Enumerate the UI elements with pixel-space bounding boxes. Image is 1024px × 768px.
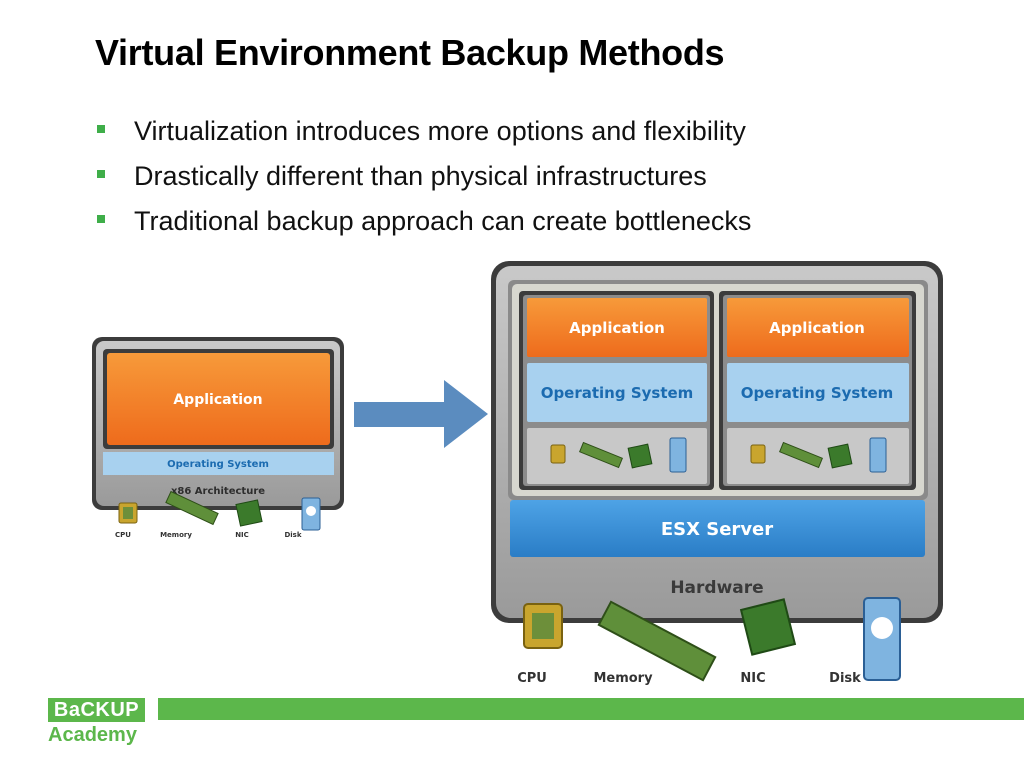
vm-1-os-layer <box>527 363 707 422</box>
vm-2-disk-icon <box>869 437 887 473</box>
logo-line-1: BaCKUP <box>48 698 145 722</box>
vm-2: Application Operating System <box>719 291 916 490</box>
vm-2-os-label: Operating System <box>741 384 894 402</box>
vm-2-os-layer <box>727 363 909 422</box>
physical-application-label: Application <box>173 392 262 408</box>
vm-1-memory-icon <box>579 441 623 469</box>
bullet-square-icon <box>97 215 105 223</box>
physical-os-layer <box>103 452 334 475</box>
logo-line-2: Academy <box>48 724 137 746</box>
nic-icon <box>739 598 797 656</box>
vm-1-nic-icon <box>627 443 653 469</box>
backup-academy-logo: BaCKUP Academy <box>48 698 145 748</box>
memory-icon <box>165 490 219 526</box>
bullet-item: Traditional backup approach can create b… <box>97 204 751 249</box>
vm-1-application-label: Application <box>569 319 665 337</box>
footer-bar <box>158 698 1024 720</box>
transition-arrow-icon <box>354 380 488 448</box>
vm-1-application-layer <box>527 298 707 357</box>
vm-2-application-layer <box>727 298 909 357</box>
bullet-list: Virtualization introduces more options a… <box>97 114 751 249</box>
vm-1-os-label: Operating System <box>541 384 694 402</box>
bullet-text: Traditional backup approach can create b… <box>134 206 752 236</box>
physical-component-label-cpu: CPU <box>115 531 131 539</box>
physical-os-label: Operating System <box>167 459 269 470</box>
esx-server-layer <box>510 500 925 557</box>
vm-2-nic-icon <box>827 443 853 469</box>
vm-1-cpu-icon <box>550 444 566 464</box>
slide-title: Virtual Environment Backup Methods <box>95 32 725 73</box>
disk-icon <box>301 497 321 531</box>
virtual-component-label-memory: Memory <box>593 671 653 686</box>
cpu-icon <box>118 502 138 524</box>
vm-1-disk-icon <box>669 437 687 473</box>
physical-component-label-memory: Memory <box>160 531 192 539</box>
vm-1: Application Operating System <box>519 291 714 490</box>
esx-server-label: ESX Server <box>661 519 773 540</box>
vm-2-application-label: Application <box>769 319 865 337</box>
memory-icon <box>597 600 717 682</box>
physical-component-label-disk: Disk <box>284 531 301 539</box>
bullet-item: Virtualization introduces more options a… <box>97 114 751 159</box>
virtual-component-label-disk: Disk <box>829 671 861 686</box>
cpu-icon <box>523 603 563 649</box>
physical-component-label-nic: NIC <box>235 531 249 539</box>
virtual-component-label-cpu: CPU <box>517 671 547 686</box>
vm-2-memory-icon <box>779 441 823 469</box>
bullet-item: Drastically different than physical infr… <box>97 159 751 204</box>
physical-server-diagram: Application Operating System x86 Archite… <box>92 337 344 539</box>
physical-arch-label: x86 Architecture <box>171 486 265 497</box>
hardware-label: Hardware <box>670 578 763 598</box>
vm-2-cpu-icon <box>750 444 766 464</box>
bullet-text: Virtualization introduces more options a… <box>134 116 746 146</box>
physical-application-layer <box>107 353 330 445</box>
virtual-component-label-nic: NIC <box>740 671 765 686</box>
bullet-square-icon <box>97 125 105 133</box>
nic-icon <box>235 499 263 527</box>
disk-icon <box>863 597 901 681</box>
virtual-server-diagram: Application Operating System Application… <box>491 261 943 686</box>
bullet-text: Drastically different than physical infr… <box>134 161 707 191</box>
bullet-square-icon <box>97 170 105 178</box>
